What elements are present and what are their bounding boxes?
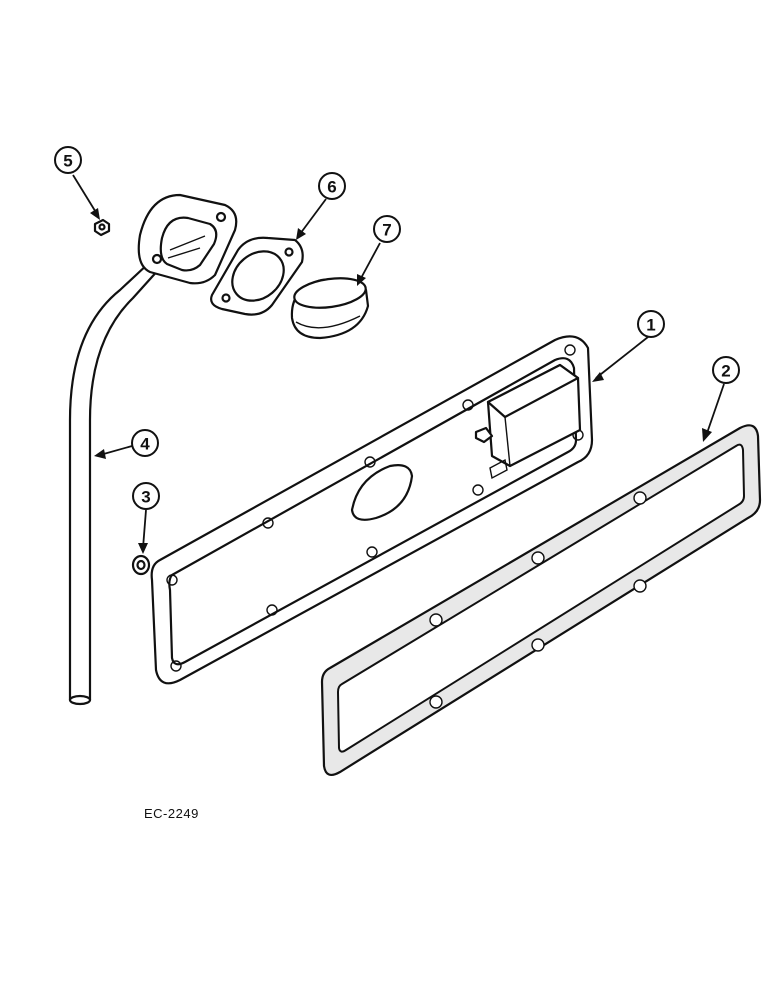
callout-6-label: 6 — [327, 178, 336, 197]
filler-cap — [290, 277, 370, 340]
callout-6: 6 — [296, 172, 346, 240]
valve-cover — [150, 335, 594, 685]
oil-filler-tube — [68, 193, 238, 706]
callout-1: 1 — [592, 310, 665, 382]
callout-5: 5 — [54, 146, 100, 220]
washer — [131, 554, 151, 576]
callout-4: 4 — [94, 429, 159, 459]
callout-3-label: 3 — [141, 488, 150, 507]
filler-gasket — [210, 236, 304, 316]
callout-2: 2 — [702, 356, 740, 442]
drawing-code: EC-2249 — [144, 806, 199, 821]
callout-7-label: 7 — [382, 221, 391, 240]
callout-5-label: 5 — [63, 152, 72, 171]
callout-2-label: 2 — [721, 362, 730, 381]
callout-1-label: 1 — [646, 316, 655, 335]
valve-cover-gasket — [320, 424, 762, 776]
callout-7: 7 — [357, 215, 401, 286]
nut — [93, 218, 111, 237]
callout-3: 3 — [132, 482, 160, 554]
callout-4-label: 4 — [140, 435, 150, 454]
